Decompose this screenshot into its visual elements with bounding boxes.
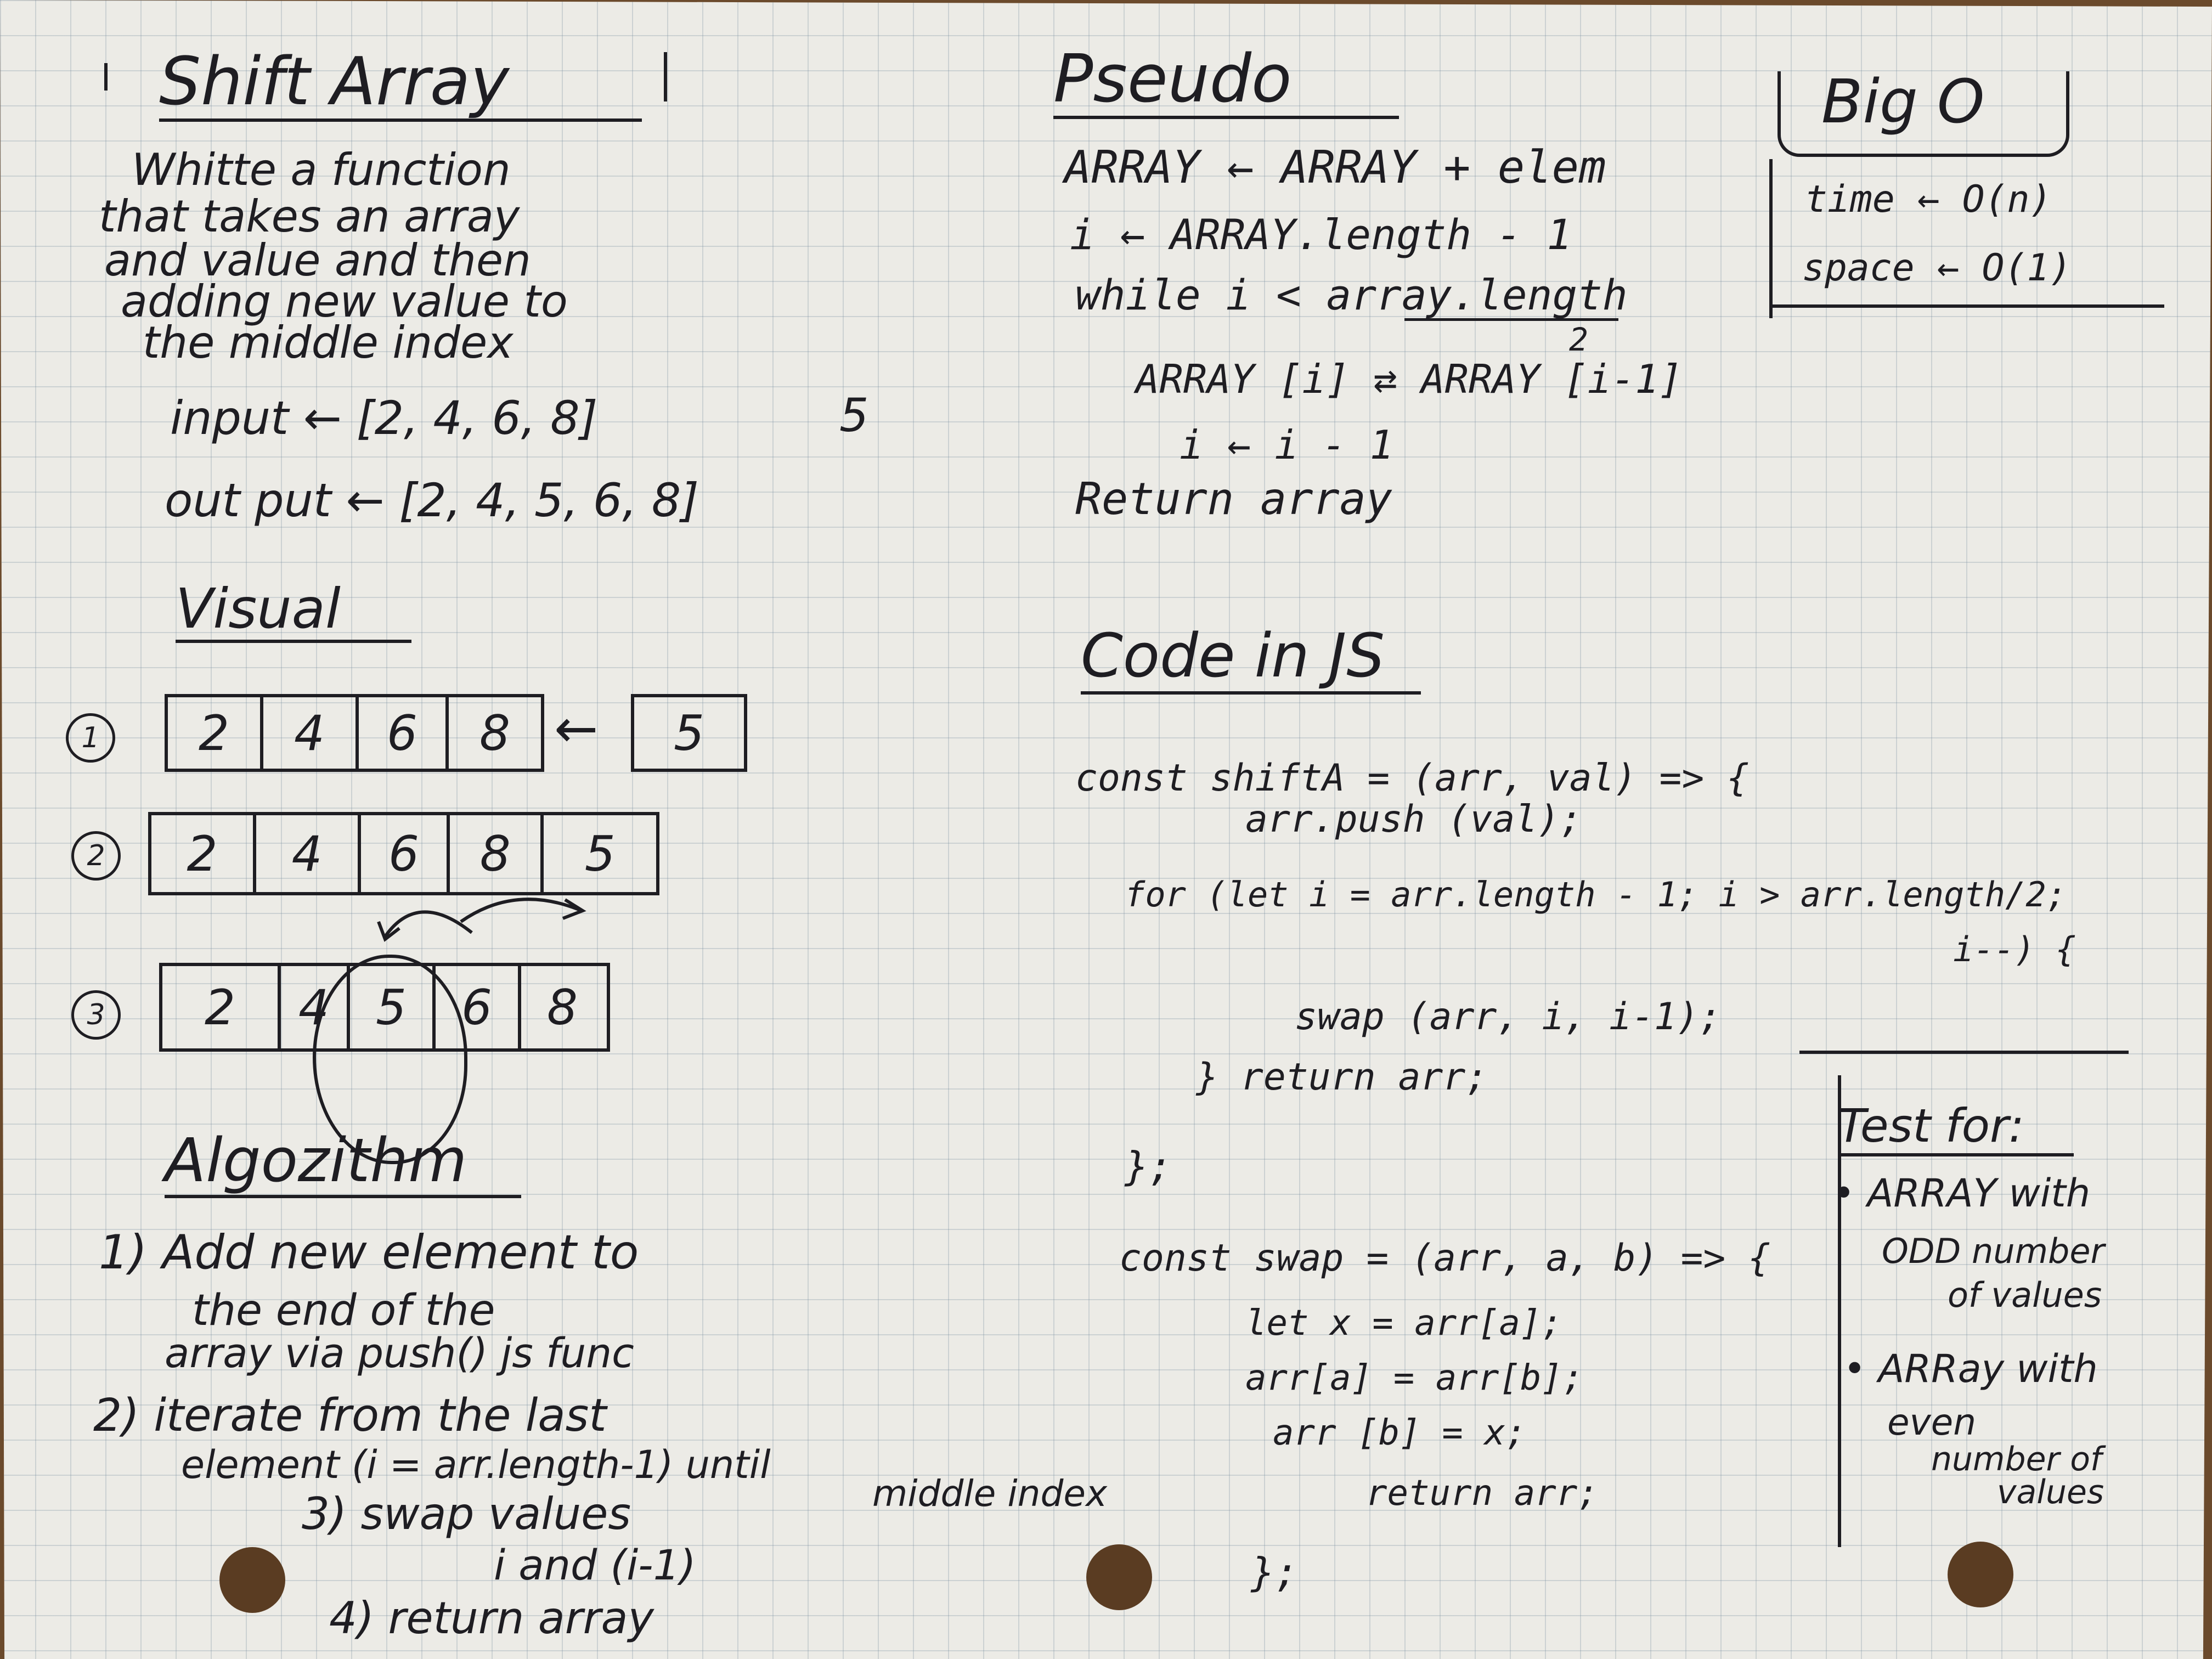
- visual-cell: 6: [361, 815, 450, 892]
- code-line-1: const shiftA = (arr, val) => {: [1075, 757, 1750, 800]
- bigo-divider: [1769, 159, 1773, 318]
- algorithm-step-3b: i and (i-1): [494, 1541, 696, 1589]
- visual-cell: 8: [547, 979, 578, 1036]
- visual-cell: 2: [162, 966, 281, 1048]
- visual-row-1-array: 2 4 6 8: [165, 694, 544, 772]
- code-line-10: arr[a] = arr[b];: [1245, 1358, 1584, 1398]
- code-line-2: arr.push (val);: [1245, 798, 1583, 841]
- step-number-1: 1: [66, 713, 115, 763]
- output-example: out put ← [2, 4, 5, 6, 8]: [165, 473, 699, 527]
- input-example: input ← [2, 4, 6, 8]: [170, 391, 598, 445]
- algorithm-step-3: 3) swap values: [302, 1488, 631, 1539]
- code-line-4: i--) {: [1953, 929, 2076, 969]
- step-number-3: 3: [71, 990, 121, 1040]
- algorithm-step-1: 1) Add new element to: [99, 1225, 639, 1280]
- code-line-9: let x = arr[a];: [1245, 1303, 1562, 1344]
- visual-row-2-array: 2 4 6 8 5: [148, 812, 659, 895]
- code-title: Code in JS: [1081, 625, 1421, 695]
- pseudo-line-4: ARRAY [i] ⇄ ARRAY [i-1]: [1136, 356, 1683, 402]
- binder-hole-left: [219, 1547, 285, 1613]
- problem-line-5: the middle index: [143, 317, 514, 368]
- algorithm-title: Algozithm: [165, 1130, 521, 1198]
- code-line-8: const swap = (arr, a, b) => {: [1119, 1237, 1771, 1280]
- visual-cell: 6: [359, 697, 449, 769]
- visual-cell: 5: [584, 825, 616, 882]
- bigo-underline: [1769, 304, 2164, 308]
- pseudo-line-3: while i < array.length: [1075, 270, 1628, 319]
- binder-hole-middle: [1086, 1544, 1152, 1610]
- bigo-space: space ← O(1): [1802, 246, 2072, 290]
- bigo-time: time ← O(n): [1805, 178, 2052, 221]
- visual-row-1-new-value: 5: [631, 694, 747, 772]
- title-bracket-right: [664, 52, 667, 101]
- visual-title: Visual: [176, 582, 411, 643]
- tests-top-line: [1799, 1051, 2129, 1054]
- swap-arrows: [377, 898, 586, 942]
- visual-cell: 4: [263, 697, 359, 769]
- test-item-2: • ARRay with: [1843, 1346, 2098, 1391]
- problem-line-3: and value and then: [104, 235, 531, 286]
- code-line-12: return arr;: [1366, 1473, 1599, 1514]
- problem-line-4: adding new value to: [121, 276, 568, 327]
- visual-cell: 2: [151, 815, 257, 892]
- algorithm-step-1c: array via push() js func: [165, 1330, 634, 1377]
- test-item-2b: even: [1887, 1401, 1977, 1443]
- highlight-circle: [313, 955, 467, 1164]
- algorithm-step-2c: middle index: [872, 1472, 1108, 1515]
- step-number-2: 2: [71, 831, 121, 881]
- visual-cell: 6: [436, 966, 521, 1048]
- visual-cell: 8: [450, 815, 544, 892]
- test-item-2d: values: [1997, 1473, 2104, 1511]
- pseudo-line-5: i ← i - 1: [1180, 422, 1394, 468]
- code-line-7: };: [1125, 1143, 1172, 1189]
- code-line-5: swap (arr, i, i-1);: [1295, 995, 1722, 1039]
- fraction-bar: [1404, 318, 1618, 321]
- code-line-3: for (let i = arr.length - 1; i > arr.len…: [1125, 874, 2067, 915]
- binder-hole-right: [1948, 1542, 2013, 1607]
- bigo-title: Big O: [1821, 66, 1985, 137]
- test-item-1c: of values: [1948, 1275, 2102, 1315]
- insert-arrow: ←: [554, 698, 599, 759]
- page-title: Shift Array: [159, 49, 642, 122]
- test-item-1: • ARRAY with: [1832, 1171, 2091, 1216]
- visual-cell: 5: [674, 704, 704, 761]
- pseudo-line-1: ARRAY ← ARRAY + elem: [1064, 142, 1606, 194]
- visual-cell: 2: [168, 697, 263, 769]
- algorithm-step-2: 2) iterate from the last: [93, 1390, 607, 1442]
- problem-line-1: Whitte a function: [132, 144, 511, 195]
- code-line-11: arr [b] = x;: [1273, 1413, 1527, 1453]
- pseudo-line-6: Return array: [1075, 473, 1392, 524]
- visual-cell: 4: [256, 815, 362, 892]
- algorithm-step-2b: element (i = arr.length-1) until: [181, 1442, 771, 1487]
- visual-cell: 8: [479, 704, 511, 761]
- algorithm-step-4: 4) return array: [329, 1593, 654, 1644]
- title-bracket-left: [104, 63, 108, 91]
- input-value: 5: [839, 388, 869, 442]
- code-line-13: };: [1251, 1549, 1299, 1595]
- algorithm-step-1b: the end of the: [192, 1286, 495, 1335]
- problem-line-2: that takes an array: [99, 191, 520, 242]
- tests-title: Test for:: [1838, 1103, 2074, 1156]
- test-item-2c: number of: [1931, 1440, 2102, 1479]
- bigo-title-bracket: [1778, 71, 2069, 157]
- pseudo-line-2: i ← ARRAY.length - 1: [1070, 210, 1572, 259]
- test-item-1b: ODD number: [1882, 1231, 2104, 1271]
- tests-left-line: [1838, 1075, 1841, 1547]
- pseudo-divisor: 2: [1569, 321, 1588, 358]
- pseudo-title: Pseudo: [1053, 47, 1399, 119]
- code-line-6: } return arr;: [1196, 1056, 1488, 1099]
